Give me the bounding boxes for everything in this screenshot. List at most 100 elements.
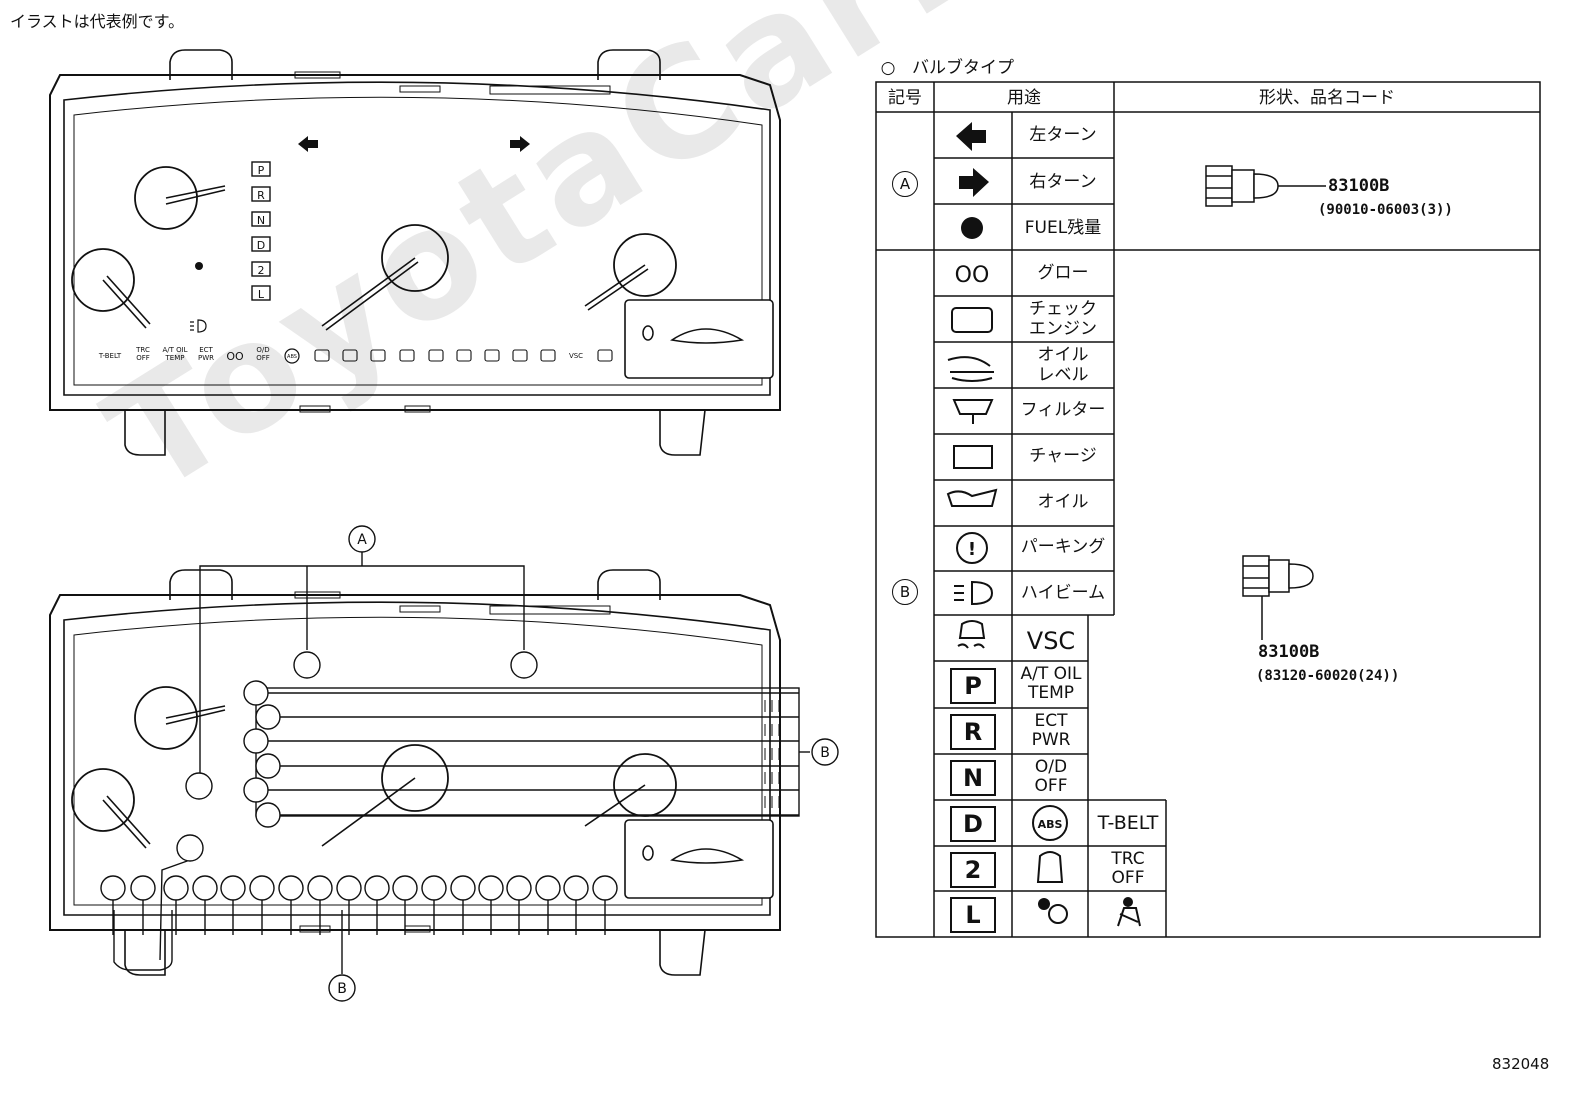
caption-mark: ○ bbox=[880, 58, 896, 78]
callout-circle bbox=[348, 525, 376, 553]
bulb-drawing-b bbox=[1242, 555, 1314, 640]
bulb-callout bbox=[421, 875, 447, 901]
bulb-callout bbox=[278, 875, 304, 901]
header-code: 形状、品名コード bbox=[1259, 88, 1395, 108]
usage-label: 右ターン bbox=[1029, 172, 1097, 192]
bulb-table-icons: OO!ABS bbox=[946, 122, 1141, 927]
svg-text:!: ! bbox=[968, 539, 976, 560]
bulb-callout bbox=[592, 875, 618, 901]
usage-label: パーキング bbox=[1020, 537, 1106, 557]
gear-letter-box: L bbox=[950, 897, 996, 933]
abs-icon bbox=[1032, 805, 1068, 841]
callout-circle bbox=[811, 738, 839, 766]
warning-icon bbox=[484, 349, 500, 362]
usage-label: TRC OFF bbox=[1111, 849, 1145, 888]
gear-letter: R bbox=[257, 189, 265, 202]
part-no-b: 83100B bbox=[1258, 642, 1320, 662]
usage-label: チェック エンジン bbox=[1029, 299, 1097, 339]
warning-icon bbox=[370, 349, 386, 362]
gear-box bbox=[251, 211, 271, 227]
warning-icon bbox=[342, 349, 358, 362]
seatbelt-icon bbox=[1123, 897, 1133, 907]
part-ref-b: (83120-60020(24)) bbox=[1256, 668, 1400, 684]
bulb-callout bbox=[163, 875, 189, 901]
filter-icon bbox=[952, 399, 994, 424]
cluster-top-needles bbox=[102, 185, 649, 331]
group-b-symbol: B bbox=[892, 579, 918, 605]
illustration-note: イラストは代表例です。 bbox=[10, 12, 185, 31]
gear-letter-box: D bbox=[950, 806, 996, 842]
gear-letter: P bbox=[258, 164, 265, 177]
high-beam-icon bbox=[954, 580, 994, 606]
bulb-callout bbox=[220, 875, 246, 901]
header-symbol: 記号 bbox=[888, 88, 922, 108]
cluster-bottom-view: ABB bbox=[49, 525, 839, 1002]
bulb-callout bbox=[100, 875, 126, 901]
bulb-callout bbox=[243, 777, 269, 803]
bulb-callout bbox=[130, 875, 156, 901]
callout-letter: A bbox=[357, 532, 367, 548]
bulb-callout bbox=[535, 875, 561, 901]
warning-icon bbox=[428, 349, 444, 362]
cluster-top-view bbox=[49, 49, 781, 456]
table-caption: バルブタイプ bbox=[912, 58, 1014, 78]
abs-icon-label: ABS bbox=[1038, 818, 1063, 831]
warning-icon bbox=[399, 349, 415, 362]
usage-label: O/D OFF bbox=[1034, 757, 1068, 796]
fuel-dot-icon bbox=[195, 262, 203, 270]
door-open-icon bbox=[1036, 851, 1064, 883]
usage-label: グロー bbox=[1037, 263, 1089, 283]
abs-icon-label: ABS bbox=[287, 354, 297, 360]
bulb-callout bbox=[392, 875, 418, 901]
turn-arrow-icons bbox=[298, 136, 530, 152]
bulb-callout bbox=[255, 753, 281, 779]
gear-box bbox=[251, 285, 271, 301]
bulb-callout bbox=[243, 728, 269, 754]
header-usage: 用途 bbox=[1007, 88, 1041, 108]
table-border bbox=[875, 81, 1541, 938]
usage-label: ECT PWR bbox=[1031, 711, 1071, 750]
warning-label: VSC bbox=[569, 352, 583, 360]
warning-icon bbox=[314, 349, 330, 362]
part-ref-a: (90010-06003(3)) bbox=[1318, 202, 1453, 218]
bulb-callout bbox=[478, 875, 504, 901]
callout-letter: B bbox=[820, 745, 830, 761]
bulb-callout bbox=[563, 875, 589, 901]
part-no-a: 83100B bbox=[1328, 176, 1390, 196]
abs-icon bbox=[284, 348, 300, 364]
warning-icon bbox=[540, 349, 556, 362]
usage-label: FUEL残量 bbox=[1024, 218, 1102, 238]
battery-icon bbox=[953, 445, 993, 469]
gear-box bbox=[251, 236, 271, 252]
bulb-callout bbox=[255, 802, 281, 828]
bulb-callout bbox=[506, 875, 532, 901]
bulb-callout bbox=[364, 875, 390, 901]
bulb-bundle bbox=[255, 687, 800, 817]
warning-label: T-BELT bbox=[98, 352, 122, 360]
gear-letter-box: 2 bbox=[950, 852, 996, 888]
bulb-drawing-a bbox=[1205, 165, 1326, 207]
gear-letter: N bbox=[257, 214, 265, 227]
oil-level-icon bbox=[947, 356, 994, 382]
usage-label: ハイビーム bbox=[1020, 583, 1106, 603]
airbag-icon bbox=[1038, 898, 1050, 910]
bulb-callout bbox=[336, 875, 362, 901]
bulb-callout bbox=[243, 680, 269, 706]
gear-letter-box: N bbox=[950, 760, 996, 796]
figure-id: 832048 bbox=[1492, 1055, 1550, 1073]
gear-letter: L bbox=[258, 288, 265, 301]
gear-letter: D bbox=[257, 239, 265, 252]
bulb-callout bbox=[192, 875, 218, 901]
warning-icon bbox=[597, 349, 613, 362]
usage-label: 左ターン bbox=[1029, 125, 1097, 145]
callout-circle bbox=[328, 974, 356, 1002]
right-turn-icon bbox=[959, 168, 989, 197]
bulb-table-grid bbox=[875, 81, 1541, 938]
engine-icon bbox=[951, 307, 993, 333]
group-a-symbol: A bbox=[892, 171, 918, 197]
